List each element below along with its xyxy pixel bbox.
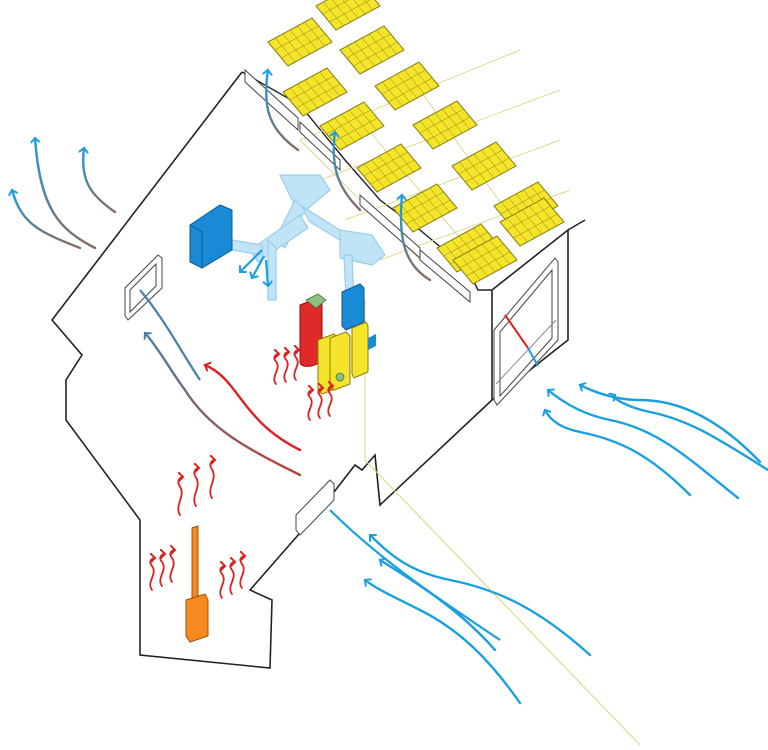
vent-cool-air-stream — [330, 510, 500, 640]
solar-panel — [283, 68, 347, 116]
battery-unit — [352, 322, 368, 378]
incoming-cool-air-stream — [380, 560, 495, 650]
control-unit — [342, 284, 364, 330]
stove-chimney — [192, 526, 198, 602]
outgoing-exhaust-stream — [83, 148, 115, 212]
solar-panel — [316, 0, 380, 30]
incoming-cool-air-stream — [614, 395, 768, 470]
incoming-cool-air-stream — [580, 385, 760, 462]
solar-panel — [393, 184, 457, 232]
solar-panel — [268, 18, 332, 66]
solar-panel — [452, 142, 516, 190]
battery-connector — [336, 373, 344, 381]
incoming-cool-air-stream — [548, 390, 738, 498]
stove-body — [186, 594, 208, 642]
solar-panel — [340, 26, 404, 74]
incoming-cool-air-stream — [370, 535, 590, 655]
incoming-cool-air-stream — [365, 580, 520, 703]
